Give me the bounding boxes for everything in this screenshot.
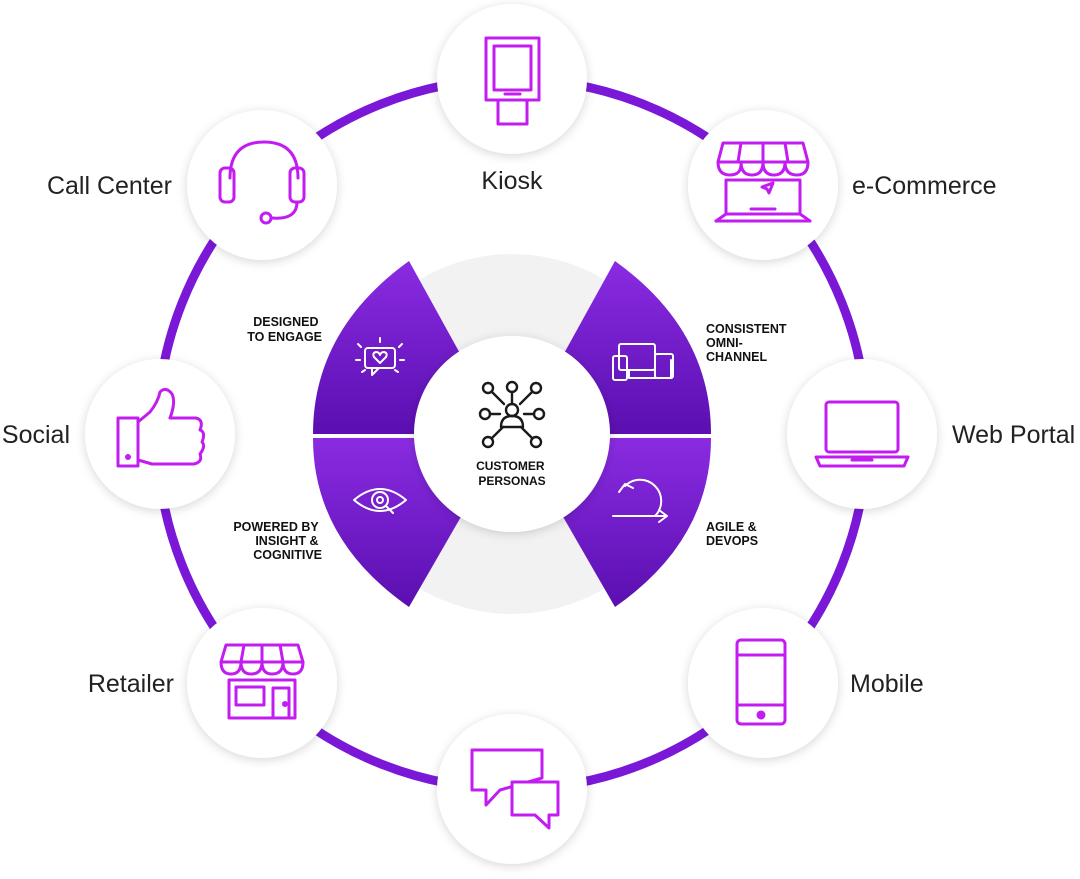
kiosk-icon xyxy=(484,36,541,126)
ecommerce-shop-icon xyxy=(714,141,812,223)
channel-node-retailer xyxy=(187,608,337,758)
channel-label-webportal: Web Portal xyxy=(952,421,1075,449)
hub-label: CUSTOMER PERSONAS xyxy=(476,459,548,488)
channel-label-retailer: Retailer xyxy=(88,670,174,698)
smartphone-icon xyxy=(735,638,787,726)
pillar-label-powered: POWERED BY INSIGHT & COGNITIVE xyxy=(233,520,322,562)
devices-icon xyxy=(612,343,674,381)
channel-label-callcenter: Call Center xyxy=(47,172,172,200)
channel-node-chat xyxy=(437,714,587,864)
pillar-label-designed: DESIGNED TO ENGAGE xyxy=(247,315,322,344)
channel-node-social xyxy=(85,359,235,509)
headset-icon xyxy=(218,140,306,225)
chat-bubbles-icon xyxy=(470,748,560,830)
cycle-arrow-icon xyxy=(612,478,668,523)
channel-node-kiosk xyxy=(437,4,587,154)
thumbs-up-icon xyxy=(116,387,206,468)
channel-label-mobile: Mobile xyxy=(850,670,924,698)
eye-search-icon xyxy=(353,488,407,514)
people-network-icon xyxy=(478,380,546,449)
channel-node-ecommerce xyxy=(688,110,838,260)
laptop-icon xyxy=(814,400,910,468)
channel-node-webportal xyxy=(787,359,937,509)
channel-label-social: Social xyxy=(2,421,70,449)
channel-node-mobile xyxy=(688,608,838,758)
customer-personas-hub: CUSTOMER PERSONAS xyxy=(414,336,610,532)
pillar-label-agile: AGILE & DEVOPS xyxy=(706,520,760,548)
channel-label-kiosk: Kiosk xyxy=(481,167,543,195)
channel-label-ecommerce: e-Commerce xyxy=(852,172,996,200)
pillar-label-consistent: CONSISTENT OMNI- CHANNEL xyxy=(706,322,790,364)
storefront-icon xyxy=(219,643,305,720)
chat-heart-icon xyxy=(355,337,405,376)
channel-node-callcenter xyxy=(187,110,337,260)
